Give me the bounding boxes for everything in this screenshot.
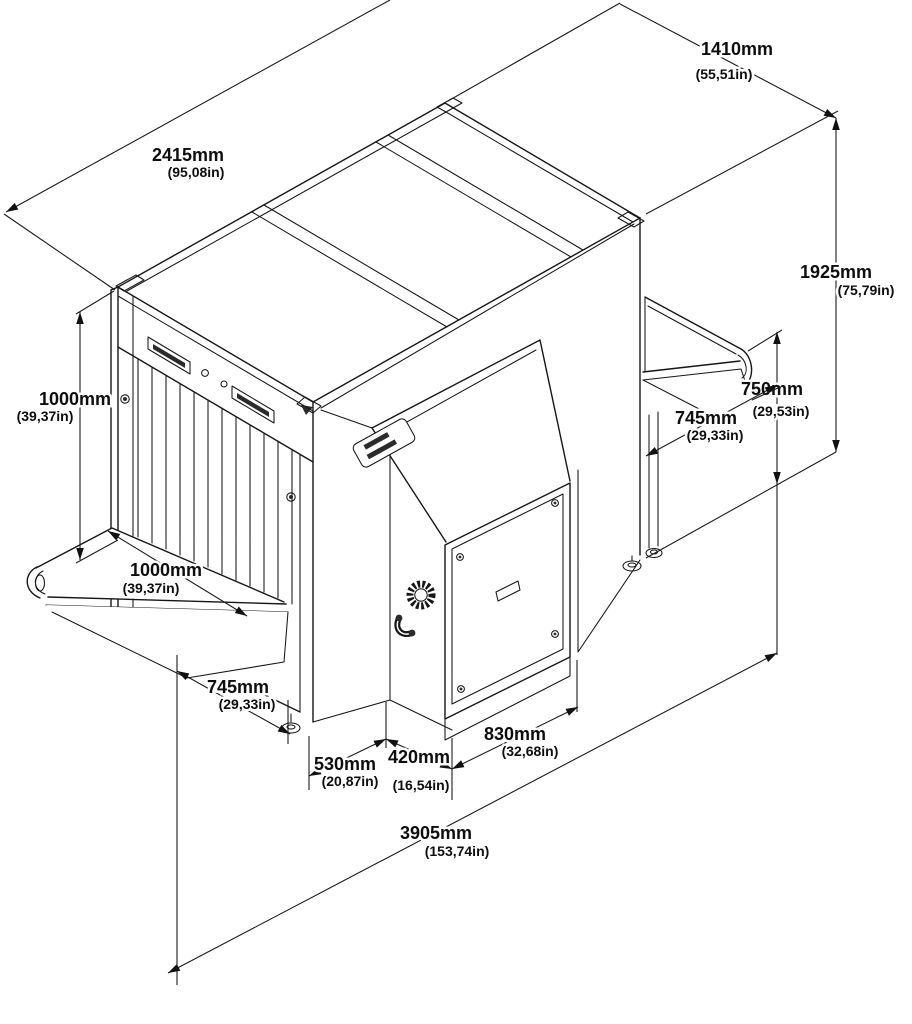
dimension-label: 745mm — [675, 408, 737, 428]
dimension-cabinet-length: 2415mm (95,08in) — [3, 0, 391, 291]
dimension-label: 830mm — [484, 724, 546, 744]
dimension-label-inch: (39,37in) — [17, 408, 74, 424]
dimension-label-inch: (95,08in) — [168, 164, 225, 180]
panel-label-icon — [495, 580, 521, 602]
bolt-icon — [120, 394, 130, 404]
dimension-label-inch: (16,54in) — [393, 777, 450, 793]
dimension-tunnel-width: 1000mm (39,37in) — [107, 530, 248, 617]
dimension-label: 1410mm — [701, 39, 773, 59]
dimension-tunnel-height: 1000mm (39,37in) — [14, 290, 119, 564]
leveling-foot-icon — [281, 713, 301, 734]
dimension-conveyor-height: 750mm (29,53in) — [738, 329, 812, 655]
dimension-label-inch: (55,51in) — [696, 66, 753, 82]
service-door-panel — [444, 482, 571, 741]
corner-bracket-icon — [115, 274, 145, 292]
dimension-label: 3905mm — [400, 823, 472, 843]
handwheel-icon — [406, 580, 436, 610]
brand-label — [352, 418, 416, 468]
dimension-label: 1000mm — [39, 389, 111, 409]
screw-icon — [551, 499, 559, 507]
dimension-cabinet-width: 1410mm (55,51in) — [447, 2, 839, 215]
dimension-label-inch: (29,53in) — [753, 403, 810, 419]
control-button-icon — [220, 380, 228, 388]
corner-bracket-icon — [617, 211, 645, 228]
dimension-label: 1000mm — [130, 560, 202, 580]
dimension-annotations: 2415mm (95,08in) 1410mm (55,51in) 1925mm… — [3, 0, 897, 985]
dimension-label-inch: (20,87in) — [322, 773, 379, 789]
dimension-overall-length: 3905mm (153,74in) — [167, 652, 778, 974]
belt-roller-icon — [34, 574, 46, 592]
dimension-label-inch: (39,37in) — [123, 580, 180, 596]
dimension-label-inch: (153,74in) — [425, 843, 490, 859]
dimension-label: 1925mm — [800, 262, 872, 282]
dimension-label: 420mm — [388, 747, 450, 767]
dimension-exit-conveyor-width: 745mm (29,33in) — [645, 384, 781, 457]
dimension-base-front-section: 530mm (20,87in) — [308, 702, 387, 792]
dimension-label: 530mm — [314, 754, 376, 774]
screw-icon — [551, 630, 559, 638]
indicator-window-icon — [231, 385, 275, 424]
corner-mark-icon — [301, 405, 313, 415]
dimension-label: 745mm — [207, 677, 269, 697]
machine-right-face — [312, 217, 642, 741]
lead-curtains — [137, 358, 293, 605]
control-button-icon — [201, 369, 209, 377]
dimension-label: 2415mm — [152, 145, 224, 165]
dimension-label-inch: (75,79in) — [838, 282, 895, 298]
dimension-label-inch: (29,33in) — [687, 427, 744, 443]
indicator-window-icon — [147, 336, 191, 375]
exit-conveyor — [642, 296, 753, 559]
leveling-foot-icon — [622, 555, 642, 572]
dimension-entry-conveyor-width: 745mm (29,33in) — [176, 655, 291, 985]
dimension-label-inch: (32,68in) — [502, 743, 559, 759]
dimension-label: 750mm — [741, 379, 803, 399]
screw-icon — [456, 553, 464, 561]
entry-conveyor — [26, 527, 289, 679]
door-handle-icon — [394, 614, 416, 637]
dimension-label-inch: (29,33in) — [219, 696, 276, 712]
dimension-overall-height: 1925mm (75,79in) — [645, 118, 897, 559]
corner-bracket-icon — [436, 97, 463, 113]
bolt-icon — [286, 492, 296, 502]
dimension-base-step-section: 420mm (16,54in) — [385, 738, 453, 800]
